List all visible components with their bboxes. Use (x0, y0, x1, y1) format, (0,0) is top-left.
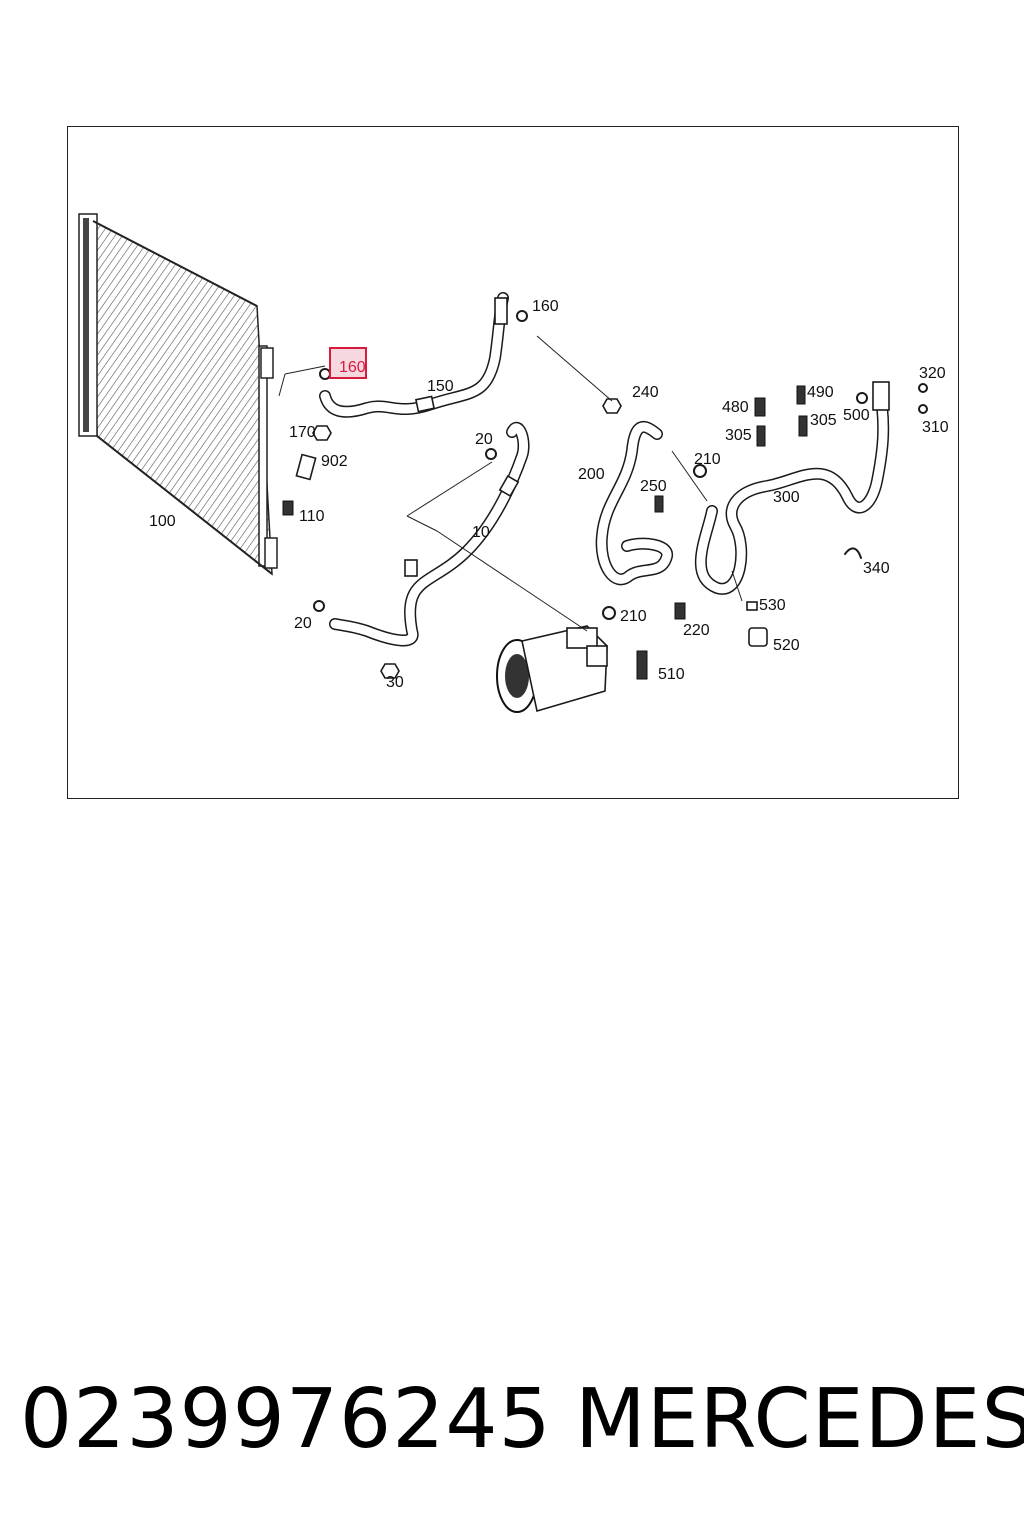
callout-labels: 160 150 170 902 110 100 20 10 20 30 240 … (149, 298, 949, 691)
callout-510: 510 (658, 666, 685, 683)
callout-500: 500 (843, 407, 870, 424)
footer: 0239976245 MERCEDES (0, 1370, 1024, 1470)
callout-250: 250 (640, 478, 667, 495)
leader-lines (278, 335, 743, 632)
condenser-100 (78, 213, 278, 576)
callout-305-a: 305 (725, 427, 752, 444)
callout-210-top: 210 (694, 451, 721, 468)
small-parts (282, 310, 928, 680)
highlighted-callout-160[interactable]: 160 (329, 347, 367, 379)
callout-30: 30 (386, 674, 404, 691)
callout-10: 10 (472, 524, 490, 541)
callout-220: 220 (683, 622, 710, 639)
callout-305-b: 305 (810, 412, 837, 429)
callout-100: 100 (149, 513, 176, 530)
callout-490: 490 (807, 384, 834, 401)
callout-200: 200 (578, 466, 605, 483)
callout-160-top: 160 (532, 298, 559, 315)
callout-520: 520 (773, 637, 800, 654)
ac-compressor (496, 625, 608, 713)
hose-10 (329, 421, 530, 647)
callout-480: 480 (722, 399, 749, 416)
callout-300: 300 (773, 489, 800, 506)
callout-340: 340 (863, 560, 890, 577)
hose-150 (319, 292, 509, 418)
callout-310: 310 (922, 419, 949, 436)
callout-20-mid: 20 (475, 431, 493, 448)
hose-200 (595, 421, 673, 586)
callout-170: 170 (289, 424, 316, 441)
hose-300 (694, 381, 890, 595)
callout-150: 150 (427, 378, 454, 395)
callout-320: 320 (919, 365, 946, 382)
part-number: 0239976245 (20, 1372, 552, 1467)
callout-160-highlight: 160 (339, 359, 366, 376)
callout-210-low: 210 (620, 608, 647, 625)
callout-530: 530 (759, 597, 786, 614)
callout-902: 902 (321, 453, 348, 470)
callout-110: 110 (299, 508, 325, 525)
brand-name: MERCEDES (575, 1372, 1024, 1467)
callout-20-low: 20 (294, 615, 312, 632)
parts-diagram: 160 150 170 902 110 100 20 10 20 30 240 … (67, 126, 959, 799)
callout-240: 240 (632, 384, 659, 401)
